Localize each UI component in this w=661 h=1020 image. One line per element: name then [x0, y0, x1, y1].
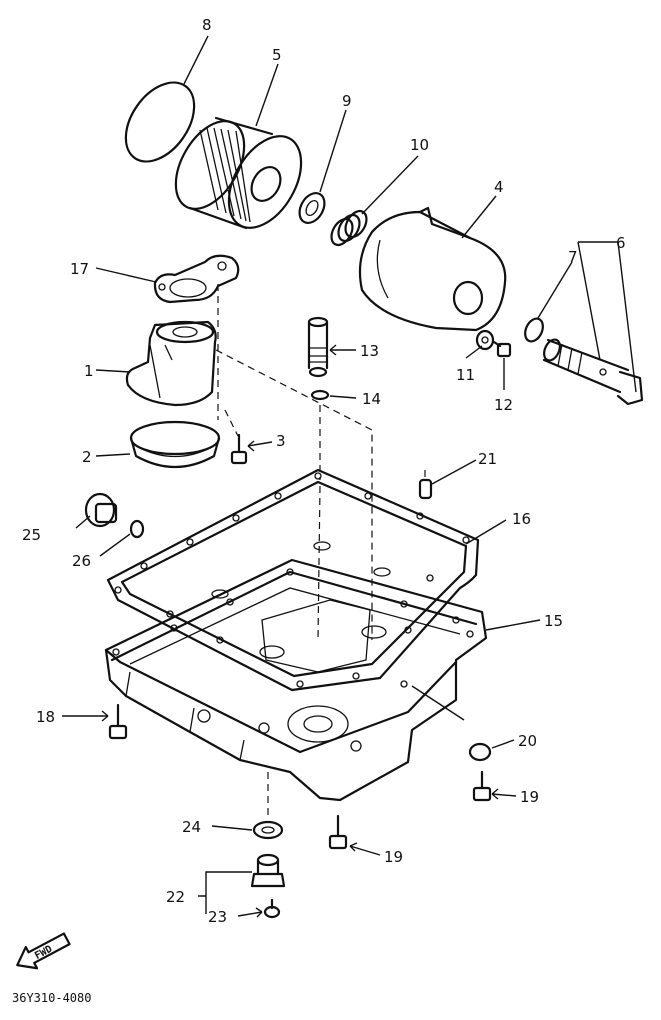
callout-23: 23: [208, 908, 227, 926]
callout-8: 8: [202, 16, 212, 34]
part-20-washer: [468, 742, 492, 762]
leader-lines: [62, 35, 637, 918]
callout-17: 17: [70, 260, 89, 278]
part-7-o-ring: [524, 317, 544, 343]
callout-11: 11: [456, 366, 475, 384]
part-9-washer: [298, 191, 326, 225]
part-23-screw: [263, 898, 281, 919]
callout-3: 3: [276, 432, 286, 450]
part-16-gasket: [106, 468, 480, 692]
callout-labels: 8 5 9 10 4 6 7 17 13 1 11 14 12 3 2 21 1…: [22, 16, 626, 926]
callout-24: 24: [182, 818, 201, 836]
part-3-bolt: [230, 433, 248, 465]
part-15-oil-pan: [104, 541, 488, 802]
callout-9: 9: [342, 92, 352, 110]
callout-19-right: 19: [520, 788, 539, 806]
callout-7: 7: [568, 248, 578, 266]
assembly-guide-lines: [215, 284, 426, 820]
callout-21: 21: [478, 450, 497, 468]
callout-1: 1: [84, 362, 94, 380]
callout-25: 25: [22, 526, 41, 544]
part-24-washer: [252, 820, 284, 840]
part-25-plug: [84, 492, 118, 528]
part-22-drain-plug: [250, 853, 286, 888]
part-21-dowel: [418, 478, 433, 500]
part-26-o-ring: [129, 519, 145, 539]
callout-5: 5: [272, 46, 282, 64]
part-12-bolt: [492, 340, 512, 358]
part-8-o-ring: [124, 81, 196, 163]
fwd-label: FWD: [33, 944, 54, 962]
part-11-washer: [475, 329, 495, 351]
part-1-filter-housing: [125, 320, 217, 407]
callout-14: 14: [362, 390, 381, 408]
callout-2: 2: [82, 448, 92, 466]
part-19-bolt-right: [472, 770, 492, 802]
callout-16: 16: [512, 510, 531, 528]
part-2-strainer: [129, 420, 221, 469]
part-4-filter-cover: [358, 206, 507, 332]
callout-10: 10: [410, 136, 429, 154]
part-13-relief-valve: [307, 316, 329, 378]
callout-12: 12: [494, 396, 513, 414]
part-19-bolt-lower: [328, 814, 348, 850]
part-6-union-bolt: [542, 338, 644, 406]
drawing-code: 36Y310-4080: [12, 991, 91, 1005]
callout-20: 20: [518, 732, 537, 750]
fwd-arrow-badge: FWD: [16, 932, 71, 970]
callout-18: 18: [36, 708, 55, 726]
part-5-filter-element: [174, 116, 303, 230]
callout-19-lower: 19: [384, 848, 403, 866]
part-17-gasket: [153, 254, 240, 304]
callout-15: 15: [544, 612, 563, 630]
part-10-spring: [330, 209, 368, 247]
callout-6: 6: [616, 234, 626, 252]
callout-13: 13: [360, 342, 379, 360]
callout-22: 22: [166, 888, 185, 906]
part-14-o-ring: [310, 389, 330, 401]
callout-26: 26: [72, 552, 91, 570]
callout-4: 4: [494, 178, 504, 196]
part-18-bolt: [108, 703, 128, 740]
